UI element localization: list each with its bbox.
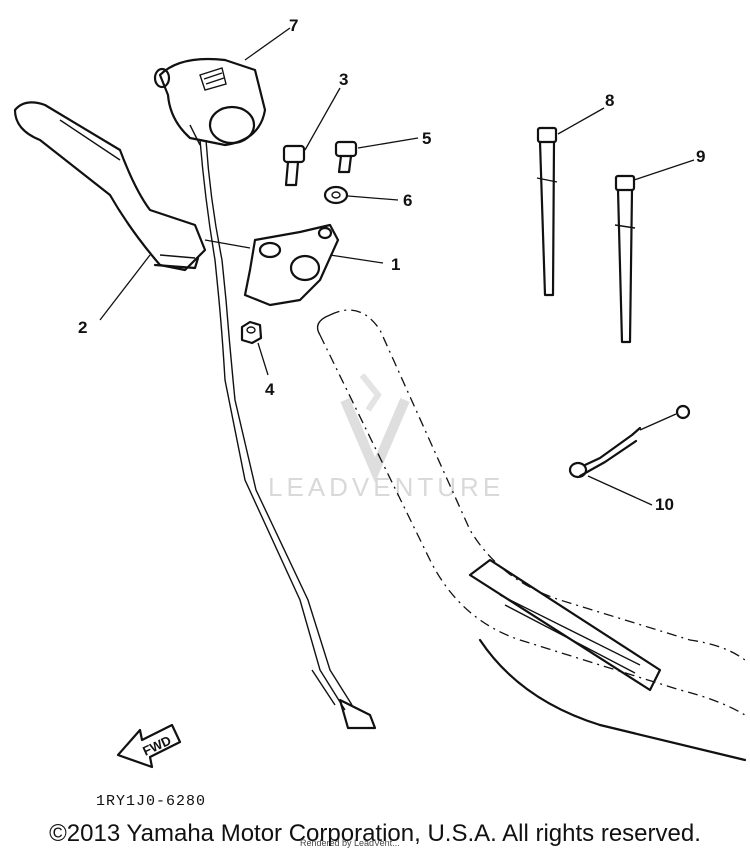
nut (240, 320, 263, 345)
watermark-text: LEADVENTURE (268, 472, 504, 502)
lead-wire (568, 404, 691, 479)
switch-wire (199, 139, 377, 730)
copyright-footer: ©2013 Yamaha Motor Corporation, U.S.A. A… (49, 820, 701, 847)
bolt (334, 140, 358, 174)
callout-4: 4 (265, 380, 275, 399)
callout-5: 5 (422, 129, 431, 148)
watermark: LEADVENTURE (268, 373, 504, 502)
callouts: 1 2 3 4 5 6 7 8 9 10 (78, 16, 705, 514)
callout-1: 1 (391, 255, 400, 274)
callout-2: 2 (78, 318, 87, 337)
bolt (282, 144, 306, 187)
callout-8: 8 (605, 91, 614, 110)
callout-3: 3 (339, 70, 348, 89)
fwd-label: FWD (140, 733, 173, 759)
callout-9: 9 (696, 147, 705, 166)
part-code: 1RY1J0-6280 (96, 793, 206, 810)
forward-arrow-icon: FWD (116, 723, 182, 769)
cable-tie (536, 126, 558, 297)
clutch-lever (13, 101, 207, 272)
rendered-by-note: Rendered by LeadVent... (300, 838, 400, 848)
handlebar (316, 309, 747, 762)
washer (323, 185, 349, 205)
leader-lines (99, 27, 695, 506)
callout-6: 6 (403, 191, 412, 210)
callout-10: 10 (655, 495, 674, 514)
callout-7: 7 (289, 16, 298, 35)
lever-holder (243, 223, 340, 307)
switch-housing (153, 57, 267, 147)
cable-tie (614, 174, 636, 344)
